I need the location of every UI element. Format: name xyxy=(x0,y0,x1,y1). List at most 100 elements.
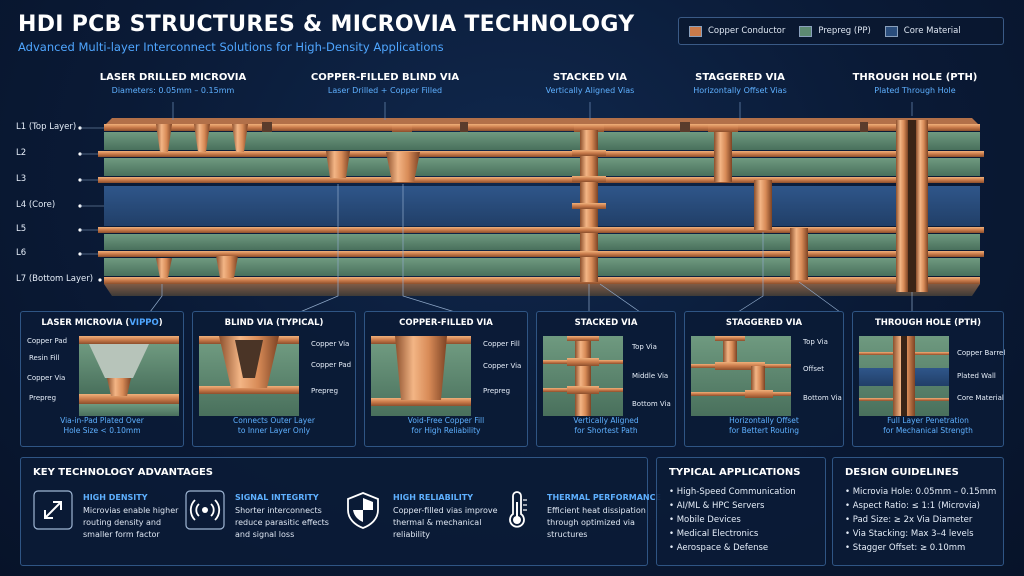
list-item: • Aspect Ratio: ≤ 1:1 (Microvia) xyxy=(845,501,980,511)
layer-label-l5: L5 xyxy=(16,224,27,234)
legend-label: Copper Conductor xyxy=(708,26,786,36)
callout-label: Bottom Via xyxy=(632,400,671,408)
callout-label: Core Material xyxy=(957,394,1004,402)
list-item: • Microvia Hole: 0.05mm – 0.15mm xyxy=(845,487,997,497)
detail-panel-through-hole: THROUGH HOLE (PTH) Copper Barrel Plated … xyxy=(852,311,1006,447)
detail-panel-blind-via: BLIND VIA (TYPICAL) Copper Via Copper Pa… xyxy=(192,311,356,447)
copper-swatch-icon xyxy=(689,25,702,37)
detail-panel-staggered-via: STAGGERED VIA Top Via Offset Bottom Via … xyxy=(684,311,844,447)
callout-label: Copper Barrel xyxy=(957,349,1006,357)
list-item: • High-Speed Communication xyxy=(669,487,796,497)
advantages-panel: KEY TECHNOLOGY ADVANTAGES HIGH DENSITY M… xyxy=(20,457,661,566)
panel-title: BLIND VIA (TYPICAL) xyxy=(224,318,324,328)
via-header-sub: Plated Through Hole xyxy=(874,86,956,95)
advantage-desc: Shorter interconnects reduce parasitic e… xyxy=(235,506,329,539)
through-hole-diagram xyxy=(859,336,949,416)
legend-label: Core Material xyxy=(903,26,961,36)
guidelines-list: • Microvia Hole: 0.05mm – 0.15mm • Aspec… xyxy=(845,485,996,555)
page-subtitle: Advanced Multi-layer Interconnect Soluti… xyxy=(18,40,444,54)
via-header-microvia: LASER DRILLED MICROVIA Diameters: 0.05mm… xyxy=(88,72,258,95)
microvia-diagram xyxy=(79,336,179,416)
callout-label: Copper Via xyxy=(27,374,66,382)
callout-label: Resin Fill xyxy=(29,354,60,362)
layer-label-l7: L7 (Bottom Layer) xyxy=(16,274,94,284)
list-item: • AI/ML & HPC Servers xyxy=(669,501,765,511)
list-item: • Via Stacking: Max 3–4 levels xyxy=(845,529,974,539)
callout-label: Copper Fill xyxy=(483,340,520,348)
legend-label: Prepreg (PP) xyxy=(818,26,871,36)
panel-title: COPPER-FILLED VIA xyxy=(399,318,493,328)
detail-panel-copper-filled-via: COPPER-FILLED VIA Copper Fill Copper Via… xyxy=(364,311,528,447)
legend: Copper Conductor Prepreg (PP) Core Mater… xyxy=(678,17,1004,45)
page-title: HDI PCB STRUCTURES & MICROVIA TECHNOLOGY xyxy=(18,12,635,37)
advantage-title: HIGH DENSITY xyxy=(83,493,148,502)
layer-label-l1: L1 (Top Layer) xyxy=(16,122,77,132)
detail-panel-laser-microvia: LASER MICROVIA (VIPPO) Copper Pad Resin … xyxy=(20,311,184,447)
advantage-title: SIGNAL INTEGRITY xyxy=(235,493,319,502)
advantage-desc: Efficient heat dissipation through optim… xyxy=(547,506,646,539)
callout-label: Prepreg xyxy=(483,387,511,395)
applications-panel: TYPICAL APPLICATIONS • High-Speed Commun… xyxy=(656,457,826,566)
staggered-via-diagram xyxy=(691,336,791,416)
callout-label: Middle Via xyxy=(632,372,669,380)
core-swatch-icon xyxy=(884,25,898,37)
panel-title: STACKED VIA xyxy=(574,318,638,328)
list-item: • Stagger Offset: ≥ 0.10mm xyxy=(845,543,966,553)
layer-label-l3: L3 xyxy=(16,174,27,184)
via-header-sub: Vertically Aligned Vias xyxy=(545,86,635,95)
callout-label: Copper Via xyxy=(483,362,522,370)
blind-via-diagram xyxy=(199,336,299,416)
advantage-title: HIGH RELIABILITY xyxy=(393,493,474,502)
list-item: • Pad Size: ≥ 2x Via Diameter xyxy=(845,515,973,525)
callout-label: Top Via xyxy=(803,338,828,346)
via-header-title: THROUGH HOLE (PTH) xyxy=(852,72,978,83)
signal-waves-icon xyxy=(185,490,225,530)
via-header-blind: COPPER-FILLED BLIND VIA Laser Drilled + … xyxy=(300,72,470,95)
callout-label: Prepreg xyxy=(29,394,57,402)
via-header-sub: Diameters: 0.05mm – 0.15mm xyxy=(111,86,235,95)
guidelines-title: DESIGN GUIDELINES xyxy=(845,467,959,478)
callout-label: Prepreg xyxy=(311,387,339,395)
via-header-sub: Laser Drilled + Copper Filled xyxy=(327,86,443,95)
callout-label: Plated Wall xyxy=(957,372,996,380)
callout-label: Bottom Via xyxy=(803,394,842,402)
via-header-title: LASER DRILLED MICROVIA xyxy=(99,72,247,83)
via-header-title: STAGGERED VIA xyxy=(695,72,785,83)
detail-panel-stacked-via: STACKED VIA Top Via Middle Via Bottom Vi… xyxy=(536,311,676,447)
applications-title: TYPICAL APPLICATIONS xyxy=(669,467,801,478)
callout-label: Copper Via xyxy=(311,340,350,348)
via-header-title: STACKED VIA xyxy=(553,72,627,83)
legend-item-copper: Copper Conductor xyxy=(689,25,786,37)
legend-item-prepreg: Prepreg (PP) xyxy=(799,25,871,37)
via-header-pth: THROUGH HOLE (PTH) Plated Through Hole xyxy=(840,72,990,95)
thermometer-icon xyxy=(509,491,527,528)
layer-label-l6: L6 xyxy=(16,248,27,258)
copper-filled-via-diagram xyxy=(371,336,471,416)
panel-title: STAGGERED VIA xyxy=(725,318,803,328)
layer-label-l4: L4 (Core) xyxy=(16,200,56,210)
advantages-title: KEY TECHNOLOGY ADVANTAGES xyxy=(33,467,213,478)
shield-icon xyxy=(347,492,379,529)
via-header-sub: Horizontally Offset Vias xyxy=(693,86,787,95)
callout-label: Copper Pad xyxy=(27,337,68,345)
arrows-diagonal-icon xyxy=(33,490,73,530)
list-item: • Mobile Devices xyxy=(669,515,741,525)
list-item: • Aerospace & Defense xyxy=(669,543,769,553)
legend-item-core: Core Material xyxy=(884,25,961,37)
applications-list: • High-Speed Communication • AI/ML & HPC… xyxy=(669,485,796,555)
via-header-title: COPPER-FILLED BLIND VIA xyxy=(310,72,460,83)
via-header-staggered: STAGGERED VIA Horizontally Offset Vias xyxy=(665,72,815,95)
panel-title: LASER MICROVIA (VIPPO) xyxy=(41,318,163,328)
prepreg-swatch-icon xyxy=(799,25,813,37)
via-header-stacked: STACKED VIA Vertically Aligned Vias xyxy=(515,72,665,95)
advantage-title: THERMAL PERFORMANCE xyxy=(547,493,661,502)
guidelines-panel: DESIGN GUIDELINES • Microvia Hole: 0.05m… xyxy=(832,457,1004,566)
layer-label-l2: L2 xyxy=(16,148,27,158)
list-item: • Medical Electronics xyxy=(669,529,759,539)
